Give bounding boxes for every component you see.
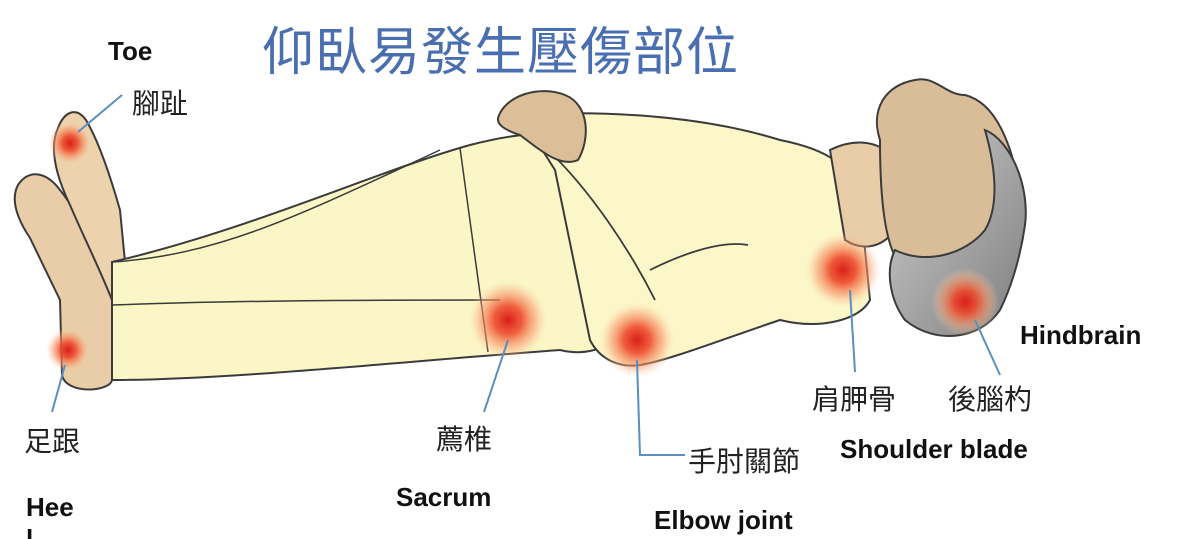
leader-hindbrain bbox=[975, 320, 1000, 375]
pressure-spot-shoulder bbox=[805, 232, 881, 308]
pressure-spot-sacrum bbox=[468, 280, 548, 360]
label-toe-en: Toe bbox=[108, 36, 152, 67]
label-shoulder-en: Shoulder blade bbox=[840, 434, 1028, 465]
label-heel-en: Hee bbox=[26, 492, 74, 523]
label-elbow-en: Elbow joint bbox=[654, 505, 793, 536]
label-heel-en-cut: l bbox=[26, 524, 33, 539]
label-sacrum-en: Sacrum bbox=[396, 482, 491, 513]
label-hindbrain-zh: 後腦杓 bbox=[948, 378, 1032, 418]
leader-heel bbox=[52, 365, 65, 412]
label-hindbrain-en: Hindbrain bbox=[1020, 320, 1141, 351]
diagram-title: 仰臥易發生壓傷部位 bbox=[262, 10, 739, 85]
leader-toe bbox=[78, 95, 122, 132]
label-heel-zh: 足跟 bbox=[24, 420, 80, 460]
label-sacrum-zh: 薦椎 bbox=[436, 418, 492, 458]
label-shoulder-zh: 肩胛骨 bbox=[812, 378, 896, 418]
label-toe-zh: 腳趾 bbox=[132, 82, 188, 122]
label-elbow-zh: 手肘關節 bbox=[688, 440, 800, 480]
pressure-spot-toe bbox=[48, 121, 92, 165]
pressure-spot-hindbrain bbox=[931, 268, 999, 336]
pressure-spot-heel bbox=[46, 328, 90, 372]
pants bbox=[112, 134, 620, 380]
